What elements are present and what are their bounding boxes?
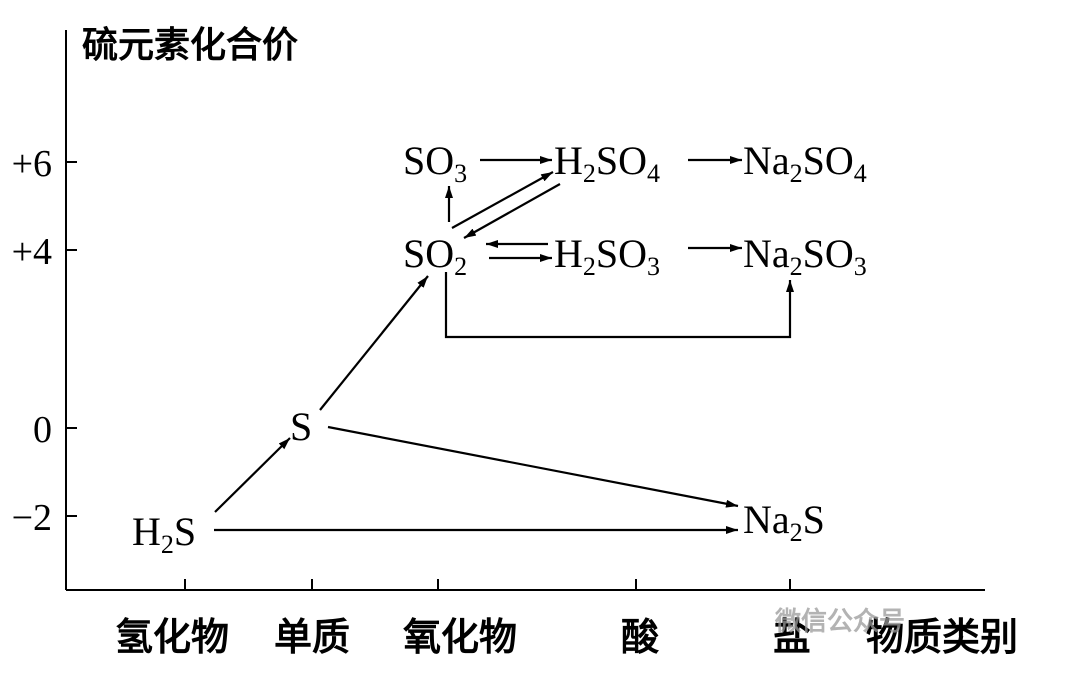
y-tick-marks xyxy=(66,161,77,517)
species-h2so4: H2SO4 xyxy=(554,138,660,188)
species-so2: SO2 xyxy=(403,231,467,281)
x-tick-label-oxide: 氧化物 xyxy=(403,615,517,659)
arrow-s-to-na2s xyxy=(327,425,739,508)
x-tick-marks xyxy=(184,579,791,590)
y-tick-label-zero: 0 xyxy=(33,409,52,451)
species-na2s: Na2S xyxy=(743,497,825,547)
x-axis-title: 物质类别 xyxy=(866,615,1018,659)
x-tick-label-hydride: 氢化物 xyxy=(115,615,229,659)
arrow-h2so4-to-so2 xyxy=(463,183,561,239)
watermark-text: 微信公众号 xyxy=(774,606,905,637)
y-tick-label-minus2: −2 xyxy=(12,497,52,539)
species-h2s: H2S xyxy=(132,509,196,559)
species-s: S xyxy=(290,404,312,449)
y-axis-title: 硫元素化合价 xyxy=(82,25,298,66)
x-tick-label-acid: 酸 xyxy=(621,615,660,659)
species-na2so3: Na2SO3 xyxy=(743,231,867,281)
y-tick-label-plus6: +6 xyxy=(12,143,52,185)
arrow-so2-to-h2so4 xyxy=(451,171,554,229)
x-tick-label-element: 单质 xyxy=(274,615,350,659)
x-tick-label-salt: 盐 xyxy=(773,615,811,659)
arrow-h2s-to-s xyxy=(214,437,291,513)
species-so3: SO3 xyxy=(403,138,467,188)
species-h2so3: H2SO3 xyxy=(554,231,660,281)
arrow-so2-to-na2so3 xyxy=(444,272,794,339)
arrow-s-to-so2 xyxy=(319,275,429,411)
y-tick-label-plus4: +4 xyxy=(12,231,52,273)
species-na2so4: Na2SO4 xyxy=(743,138,867,188)
